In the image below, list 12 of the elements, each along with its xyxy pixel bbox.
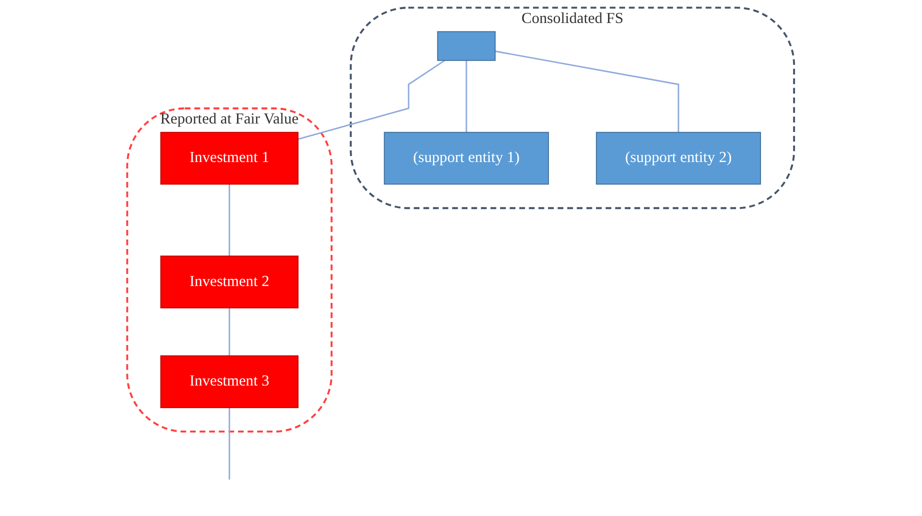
node-box: Investment 2 <box>160 256 299 308</box>
connector <box>229 184 230 256</box>
connector <box>495 50 680 132</box>
connector <box>229 308 230 356</box>
connector <box>229 408 230 480</box>
node-box <box>438 31 496 61</box>
node-box: Investment 1 <box>160 132 299 185</box>
node-box: (support entity 2) <box>596 132 762 185</box>
connector <box>298 60 446 140</box>
node-box: (support entity 1) <box>384 132 550 185</box>
connector <box>466 60 468 132</box>
node-box: Investment 3 <box>160 355 299 408</box>
